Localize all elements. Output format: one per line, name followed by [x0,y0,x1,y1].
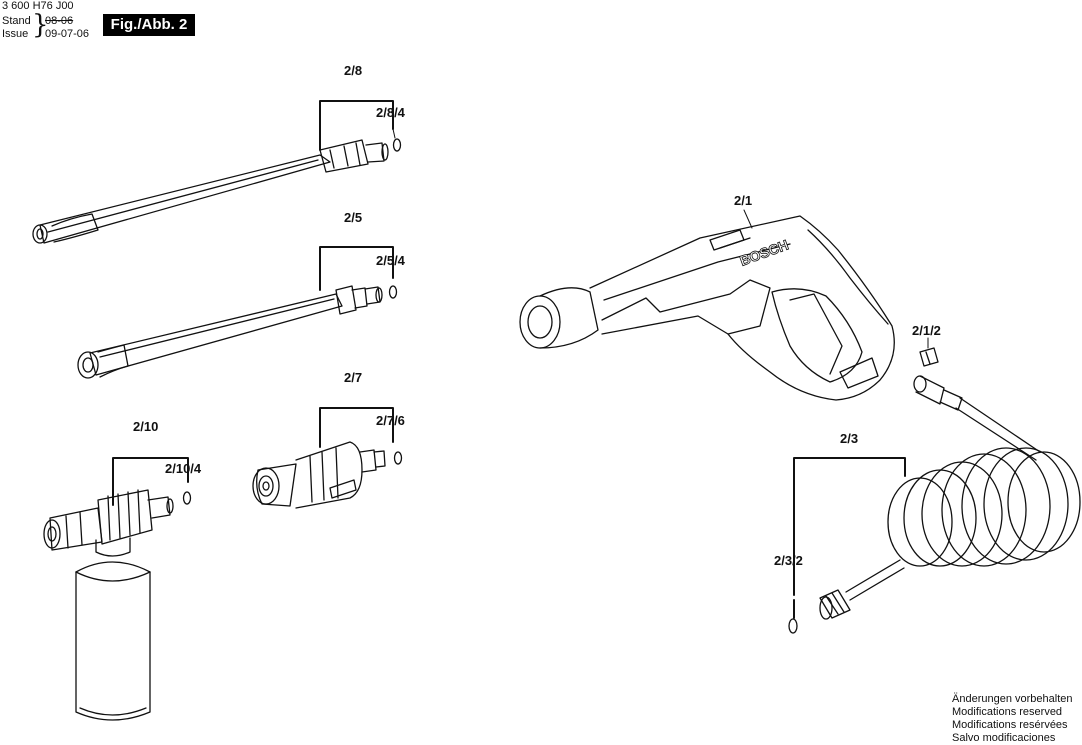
part-2-1-2-clip [919,347,939,367]
seal-ring-2-5-4 [388,285,398,299]
date-brace: } [32,10,49,40]
label-2-10: 2/10 [133,419,158,434]
seal-ring-2-7-6 [393,451,403,465]
part-2-7-nozzle [252,441,386,509]
label-2-5: 2/5 [344,210,362,225]
label-2-5-4: 2/5/4 [376,253,406,268]
label-2-3: 2/3 [840,431,858,446]
part-2-10-foam-nozzle [43,489,174,721]
part-2-1-spray-gun [519,215,895,401]
label-2-7-6: 2/7/6 [376,413,405,428]
part-2-5-short-lance [77,285,383,379]
part-2-3-hose [819,375,1081,620]
label-2-8: 2/8 [344,63,362,78]
callout-lines [112,100,906,619]
label-2-3-2: 2/3/2 [774,553,803,568]
brand-mark: BOSCH [738,236,791,268]
seal-ring-2-10-4 [182,491,192,505]
notice-line-es: Salvo modificaciones [952,732,1056,744]
figure-badge: Fig./Abb. 2 [103,14,195,36]
seal-ring-2-3-2 [788,618,798,634]
notice-line-fr: Modifications resérvées [952,719,1068,731]
stand-label: Stand [2,15,31,27]
modifications-notice: Änderungen vorbehalten Modifications res… [952,693,1072,745]
label-2-1: 2/1 [734,193,752,208]
seal-ring-2-8-4 [392,138,402,152]
label-2-7: 2/7 [344,370,362,385]
thin-leader-lines [392,128,929,349]
label-2-8-4: 2/8/4 [376,105,406,120]
label-2-1-2: 2/1/2 [912,323,941,338]
issue-date: 09-07-06 [45,28,90,40]
document-number: 3 600 H76 J00 [2,0,74,12]
stand-old-date: 08-06 [45,15,74,27]
part-2-8-long-lance [32,139,389,244]
notice-line-en: Modifications reserved [952,706,1063,718]
notice-line-de: Änderungen vorbehalten [952,693,1073,705]
label-2-10-4: 2/10/4 [165,461,202,476]
issue-label: Issue [2,28,29,40]
